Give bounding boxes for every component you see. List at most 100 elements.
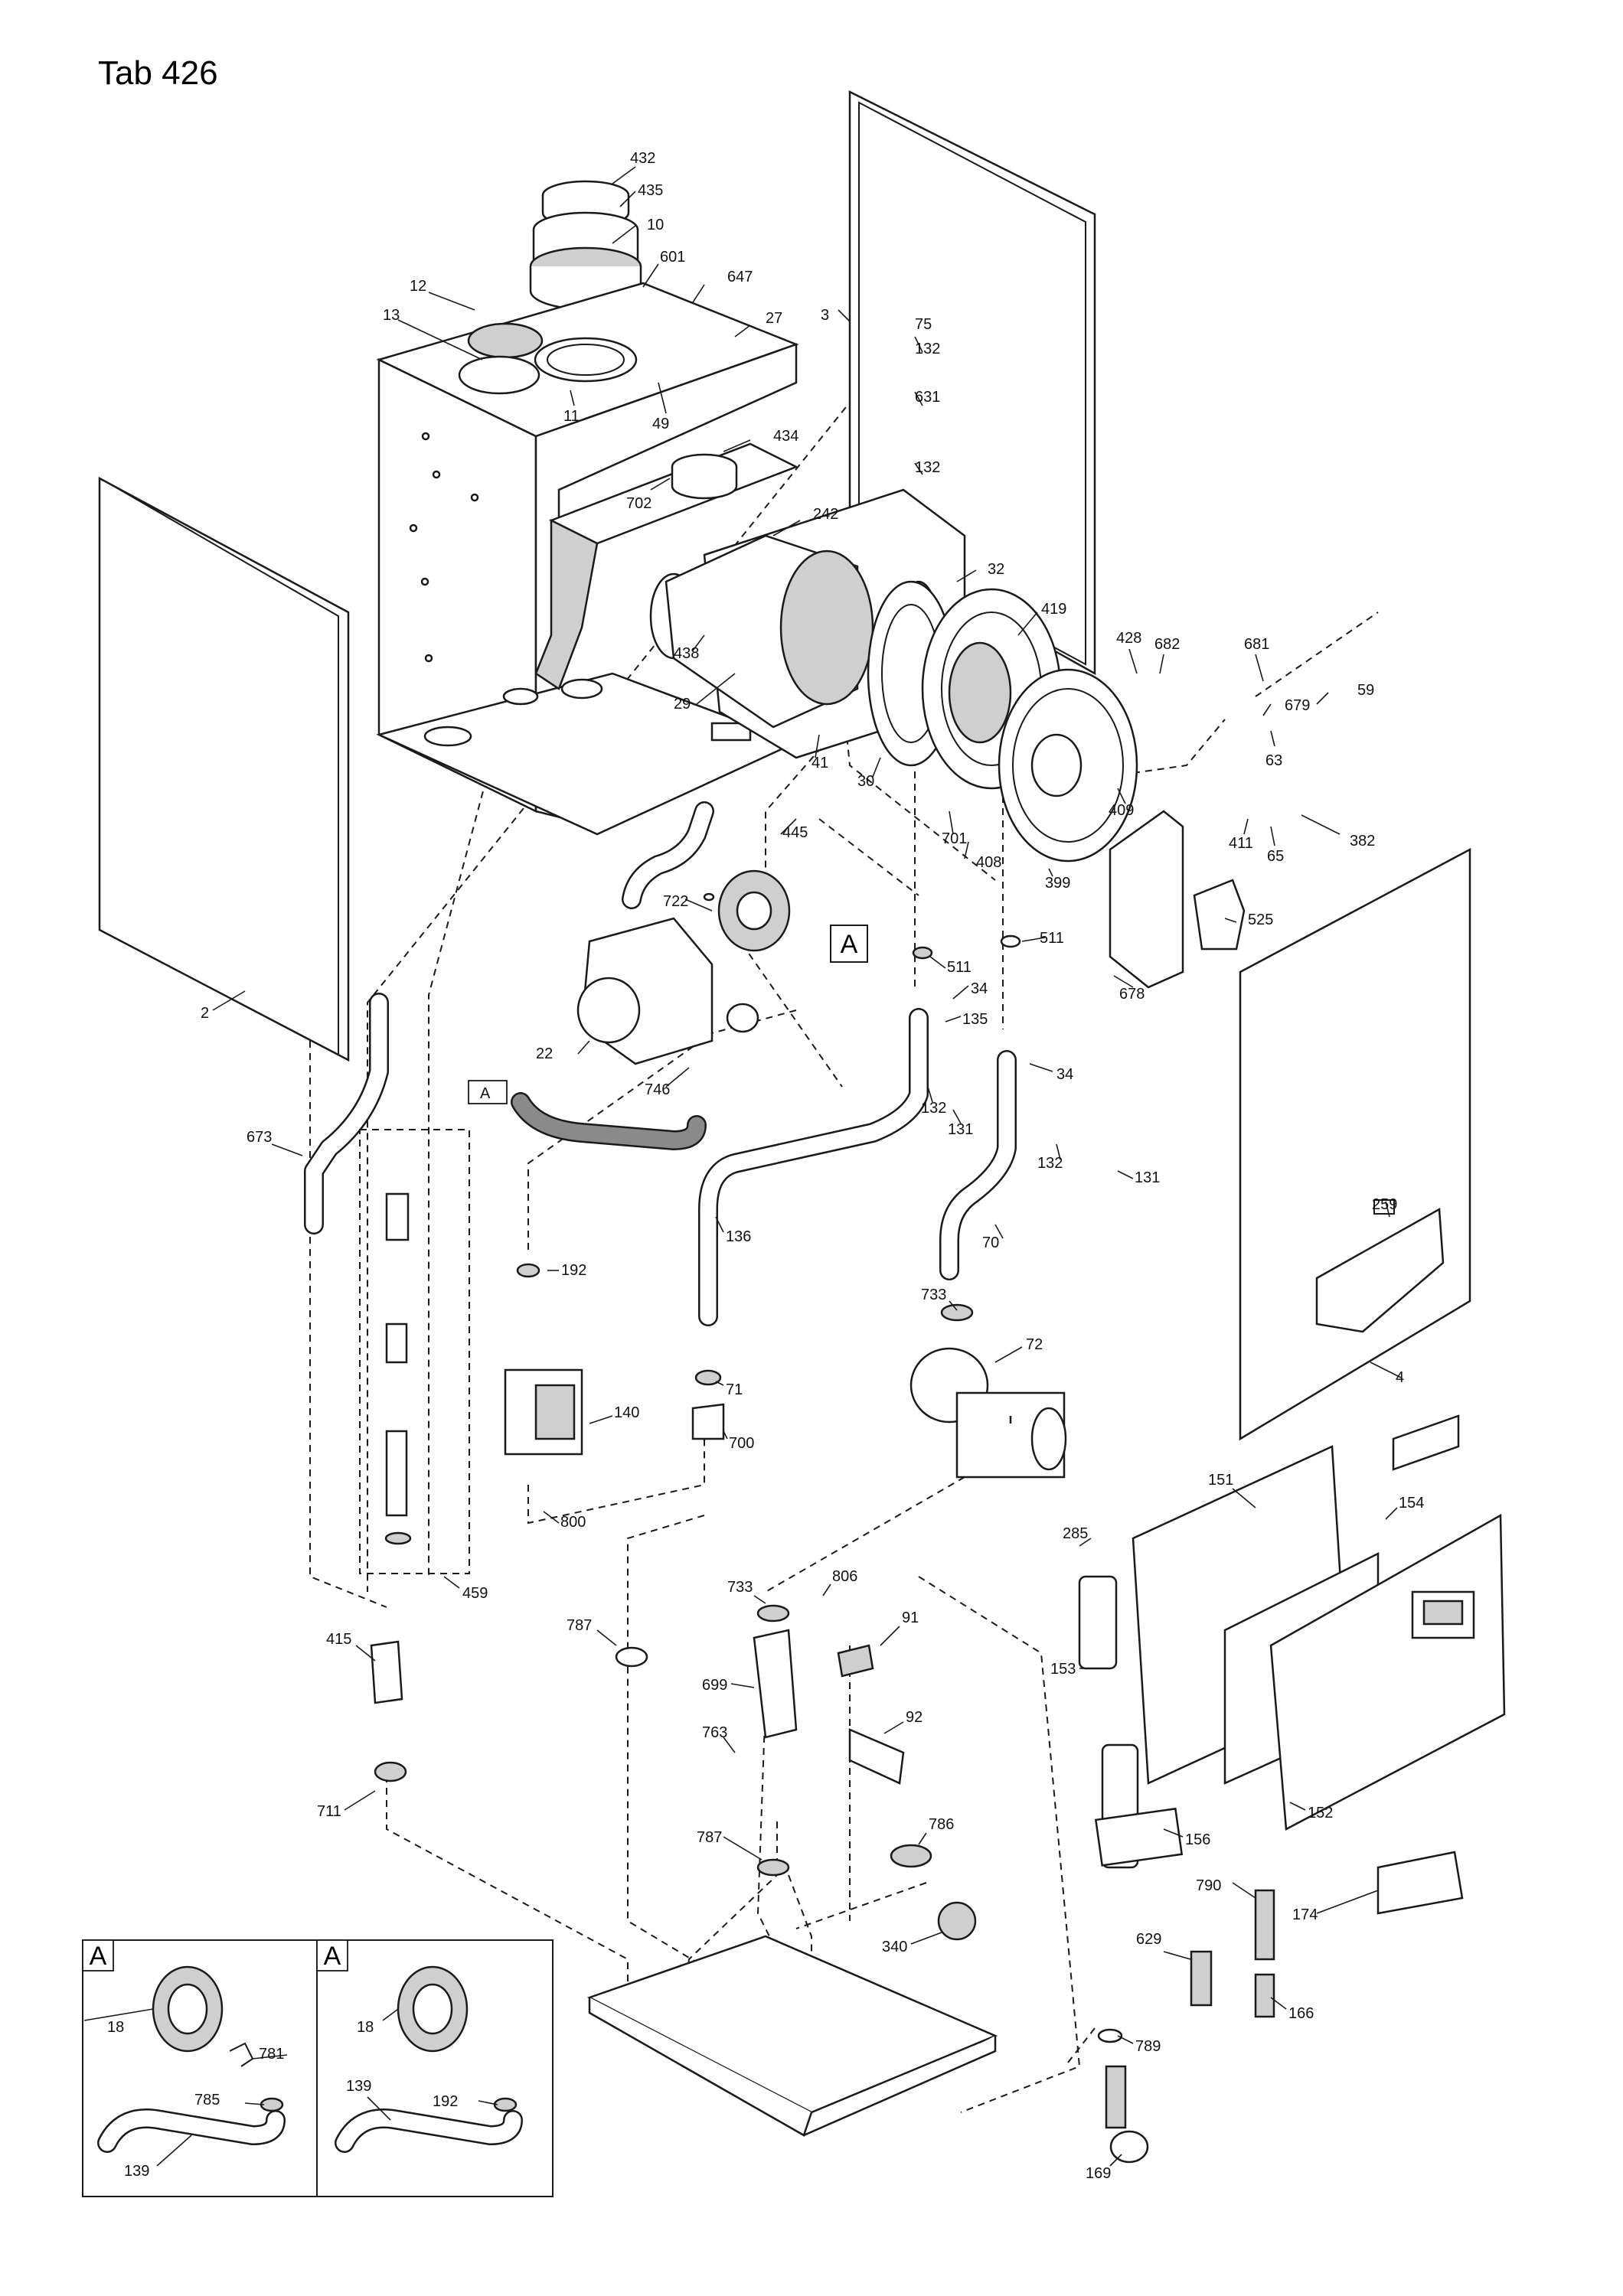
label-408: 408 [976, 854, 1001, 871]
label-139-a: 139 [124, 2163, 149, 2180]
label-41: 41 [812, 755, 828, 771]
label-647: 647 [727, 269, 753, 285]
label-682: 682 [1154, 636, 1180, 653]
side-panel-2 [98, 476, 350, 1062]
label-259: 259 [1372, 1196, 1397, 1213]
callout-box-A-label: A [841, 930, 858, 959]
label-733-a: 733 [921, 1287, 946, 1303]
label-22: 22 [536, 1045, 553, 1062]
label-399: 399 [1045, 875, 1070, 892]
label-781: 781 [259, 2046, 284, 2063]
label-3: 3 [821, 307, 829, 324]
label-700: 700 [729, 1435, 754, 1452]
label-131-a: 131 [948, 1121, 973, 1138]
label-382: 382 [1350, 833, 1375, 850]
label-242: 242 [813, 506, 838, 523]
label-132-d: 132 [1037, 1155, 1063, 1172]
heat-exchanger-32 [649, 488, 966, 767]
label-4: 4 [1396, 1369, 1404, 1386]
label-140: 140 [614, 1404, 639, 1421]
pump-72 [909, 1347, 1067, 1479]
label-65: 65 [1267, 848, 1284, 865]
pipe-flag-A-label: A [480, 1085, 491, 1102]
label-174: 174 [1292, 1906, 1318, 1923]
front-cover-4 [1239, 847, 1471, 1441]
label-432: 432 [630, 150, 655, 167]
label-49: 49 [652, 416, 669, 432]
label-91: 91 [902, 1609, 919, 1626]
control-panel-assembly [1132, 1414, 1506, 1831]
label-419: 419 [1041, 601, 1066, 618]
label-72: 72 [1026, 1336, 1043, 1353]
label-340: 340 [882, 1939, 907, 1955]
label-29: 29 [674, 696, 691, 713]
label-2: 2 [201, 1005, 209, 1022]
label-27: 27 [766, 310, 782, 327]
label-169: 169 [1086, 2165, 1111, 2182]
label-445: 445 [782, 824, 808, 841]
label-511-a: 511 [947, 959, 972, 976]
label-13: 13 [383, 307, 400, 324]
label-786: 786 [929, 1816, 954, 1833]
inset-right-label: A [324, 1942, 341, 1971]
label-459: 459 [462, 1585, 488, 1602]
label-92: 92 [906, 1709, 923, 1726]
flue-connector-434 [534, 442, 799, 690]
label-733-b: 733 [727, 1579, 753, 1596]
label-32: 32 [988, 561, 1004, 578]
label-59: 59 [1357, 682, 1374, 699]
label-787-b: 787 [697, 1829, 722, 1846]
label-132-c: 132 [921, 1100, 946, 1117]
valve-group-459 [359, 1129, 470, 1782]
label-631: 631 [915, 389, 940, 406]
diagram-title: Tab 426 [98, 54, 218, 92]
label-711: 711 [317, 1803, 341, 1820]
label-678: 678 [1119, 986, 1145, 1003]
label-18-a: 18 [107, 2019, 124, 2036]
label-285: 285 [1063, 1525, 1088, 1542]
label-681: 681 [1244, 636, 1269, 653]
label-153: 153 [1050, 1661, 1076, 1678]
label-63: 63 [1265, 752, 1282, 769]
label-10: 10 [647, 217, 664, 233]
label-435: 435 [638, 182, 663, 199]
inset-left-label: A [90, 1942, 107, 1971]
label-192-b: 192 [433, 2093, 458, 2110]
label-409: 409 [1109, 802, 1134, 819]
label-11: 11 [563, 408, 580, 425]
boiler-frame [376, 282, 799, 836]
label-746: 746 [645, 1081, 670, 1098]
label-438: 438 [674, 645, 699, 662]
label-673: 673 [247, 1129, 272, 1146]
label-790: 790 [1196, 1877, 1221, 1894]
label-139-b: 139 [346, 2078, 371, 2095]
pipes [304, 801, 1017, 1326]
label-411: 411 [1229, 835, 1253, 852]
label-702: 702 [626, 495, 651, 512]
burner-assembly-419 [921, 588, 1138, 863]
label-34-a: 34 [971, 980, 988, 997]
label-154: 154 [1399, 1495, 1424, 1512]
label-511-b: 511 [1040, 930, 1064, 947]
label-70: 70 [982, 1234, 999, 1251]
label-629: 629 [1136, 1931, 1161, 1948]
label-132-a: 132 [915, 341, 940, 357]
label-699: 699 [702, 1677, 727, 1694]
inset-left: A [82, 1939, 318, 2197]
small-parts [516, 892, 1464, 2164]
part-labels: 432 435 10 601 647 12 13 11 49 27 3 75 1… [107, 150, 1424, 2182]
bottom-plate [586, 1935, 998, 2137]
label-525: 525 [1248, 912, 1273, 928]
fan-22 [576, 869, 791, 1065]
label-135: 135 [962, 1011, 988, 1028]
label-34-b: 34 [1056, 1066, 1073, 1083]
pipe-flag-A: A [468, 1080, 508, 1104]
label-192-a: 192 [561, 1262, 586, 1279]
gas-valve-140 [504, 1368, 583, 1456]
air-duct-678 [1109, 810, 1246, 989]
label-787-a: 787 [567, 1617, 592, 1634]
callout-box-A: A [830, 925, 868, 963]
label-151: 151 [1208, 1472, 1233, 1489]
label-763: 763 [702, 1724, 727, 1741]
